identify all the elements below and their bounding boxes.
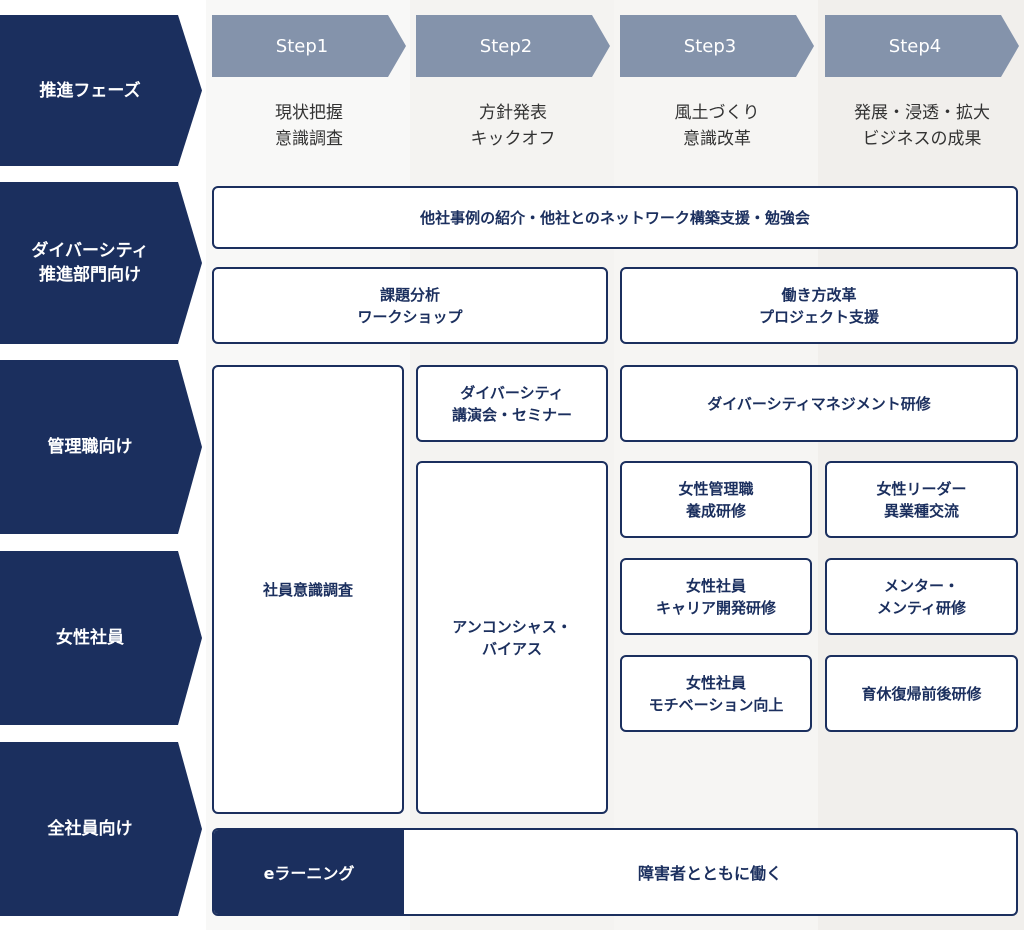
employee-survey-box: 社員意識調査 [212,365,404,814]
career-development-training-box: 女性社員 キャリア開発研修 [620,558,812,635]
step4-phase-text: 発展・浸透・拡大 ビジネスの成果 [854,103,990,149]
unconscious-bias-box: アンコンシャス・ バイアス [416,461,608,814]
diversity-management-training-box: ダイバーシティマネジメント研修 [620,365,1018,442]
working-with-disabilities-label: 障害者とともに働く [637,864,782,883]
female-leader-exchange-box: 女性リーダー 異業種交流 [825,461,1018,538]
diversity-seminar-box: ダイバーシティ 講演会・セミナー [416,365,608,442]
elearning-label: eラーニング [214,830,404,914]
childcare-return-training-box: 育休復帰前後研修 [825,655,1018,732]
all-employee-programs-box: eラーニング 障害者とともに働く [212,828,1018,916]
step2-phase-text: 方針発表 キックオフ [470,103,556,149]
step4-arrow: Step4 [825,15,1019,77]
step2-arrow: Step2 [416,15,610,77]
row-label-female-employees: 女性社員 [0,551,202,725]
mentor-mentee-training-box: メンター・ メンティ研修 [825,558,1018,635]
step3-arrow: Step3 [620,15,814,77]
issue-analysis-workshop-box: 課題分析 ワークショップ [212,267,608,344]
network-support-box: 他社事例の紹介・他社とのネットワーク構築支援・勉強会 [212,186,1018,249]
row-label-diversity-dept: ダイバーシティ 推進部門向け [0,182,202,344]
step3-phase-text: 風土づくり 意識改革 [674,103,760,149]
step1-phase-text: 現状把握 意識調査 [275,103,343,149]
step1-arrow: Step1 [212,15,406,77]
row-label-managers: 管理職向け [0,360,202,534]
motivation-improvement-box: 女性社員 モチベーション向上 [620,655,812,732]
workstyle-reform-box: 働き方改革 プロジェクト支援 [620,267,1018,344]
row-label-all-employees: 全社員向け [0,742,202,916]
female-manager-training-box: 女性管理職 養成研修 [620,461,812,538]
row-label-phase: 推進フェーズ [0,15,202,166]
